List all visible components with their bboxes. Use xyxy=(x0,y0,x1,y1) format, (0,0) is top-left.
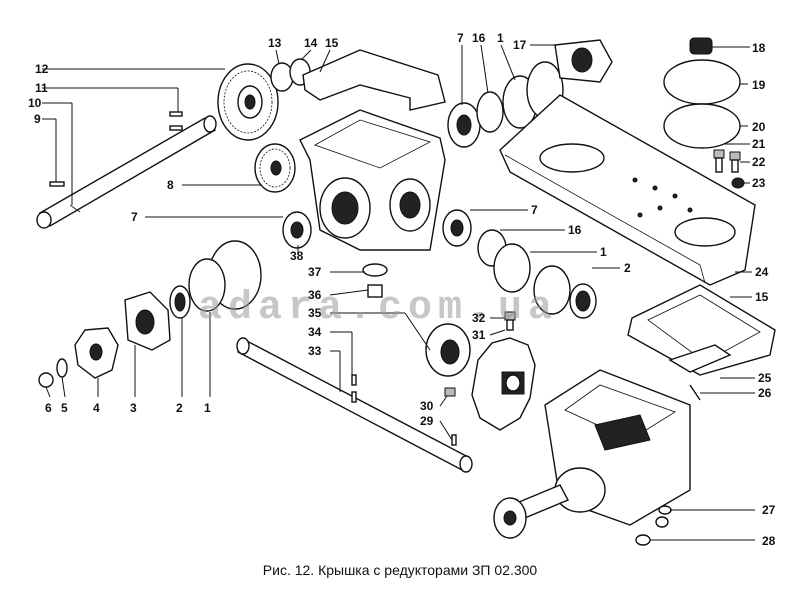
flange-3 xyxy=(124,291,171,351)
callout-14: 14 xyxy=(304,36,318,50)
callout-27: 27 xyxy=(762,503,776,517)
lower-shaft xyxy=(236,337,473,473)
leader-lines xyxy=(42,44,755,541)
callout-25: 25 xyxy=(758,371,772,385)
callout-16-mid: 16 xyxy=(568,223,582,237)
nut-23 xyxy=(731,177,745,189)
callout-28: 28 xyxy=(762,534,776,548)
key-11a xyxy=(169,111,183,117)
callout-1-mid: 1 xyxy=(600,245,607,259)
exploded-assembly-drawing: adara.com.ua 12 11 10 9 8 7 13 14 15 7 1… xyxy=(28,31,776,548)
washer-5 xyxy=(56,358,68,378)
callout-19: 19 xyxy=(752,78,766,92)
output-shaft-assembly xyxy=(493,467,606,539)
callout-15-right: 15 xyxy=(755,290,769,304)
bearing-7-top xyxy=(447,102,481,148)
callout-34: 34 xyxy=(308,325,322,339)
callout-16-top: 16 xyxy=(472,31,486,45)
ring-1b-mid xyxy=(533,265,571,315)
bearing-7-left xyxy=(282,211,312,249)
figure-caption: Рис. 12. Крышка с редукторами ЗП 02.300 xyxy=(262,562,538,578)
callout-23: 23 xyxy=(752,176,766,190)
callout-4: 4 xyxy=(93,401,100,415)
bolt-22 xyxy=(729,151,741,173)
gasket-15-right xyxy=(627,284,776,376)
cover-plate-24 xyxy=(499,94,756,286)
nuts-27-28 xyxy=(635,505,672,546)
bolt-26 xyxy=(689,384,701,401)
cover-25 xyxy=(668,344,732,373)
callout-38: 38 xyxy=(290,249,304,263)
callout-12: 12 xyxy=(35,62,49,76)
callout-11: 11 xyxy=(35,81,48,95)
callout-9: 9 xyxy=(34,112,41,126)
upper-shaft xyxy=(36,115,217,229)
callout-2-left: 2 xyxy=(176,401,183,415)
callout-24: 24 xyxy=(755,265,769,279)
gasket-15-top xyxy=(302,49,446,111)
key-11b xyxy=(169,125,183,131)
callout-18: 18 xyxy=(752,41,766,55)
flange-35 xyxy=(425,323,471,377)
callout-36: 36 xyxy=(308,288,322,302)
callout-22: 22 xyxy=(752,155,766,169)
callout-6: 6 xyxy=(45,401,52,415)
callout-5: 5 xyxy=(61,401,68,415)
bolt-36 xyxy=(367,284,383,298)
disc-19 xyxy=(663,59,741,105)
callout-3: 3 xyxy=(130,401,137,415)
upper-gearbox-housing xyxy=(299,109,446,251)
watermark-text: adara.com.ua xyxy=(198,286,558,331)
bevel-gear-12 xyxy=(217,63,279,141)
callout-10: 10 xyxy=(28,96,42,110)
sprocket-center xyxy=(471,337,536,431)
callout-17: 17 xyxy=(513,38,527,52)
nut-6 xyxy=(38,372,54,388)
callout-29: 29 xyxy=(420,414,434,428)
callout-15-top: 15 xyxy=(325,36,339,50)
callout-1-top: 1 xyxy=(497,31,504,45)
disc-20 xyxy=(663,103,741,149)
callout-31: 31 xyxy=(472,328,486,342)
callout-2-right: 2 xyxy=(624,261,631,275)
callout-26: 26 xyxy=(758,386,772,400)
callout-32: 32 xyxy=(472,311,486,325)
washer-13 xyxy=(270,62,294,92)
knob-18 xyxy=(689,37,713,55)
callout-8: 8 xyxy=(167,178,174,192)
ring-1b-left xyxy=(188,258,226,312)
gear-8 xyxy=(254,143,296,193)
callout-labels: 12 11 10 9 8 7 13 14 15 7 16 1 17 18 19 … xyxy=(28,31,776,548)
bearing-7-right xyxy=(442,209,472,247)
callout-7-right: 7 xyxy=(531,203,538,217)
bolt-21 xyxy=(713,149,725,173)
seal-2-left xyxy=(169,285,191,319)
cap-17 xyxy=(554,39,613,83)
callout-33: 33 xyxy=(308,344,322,358)
seal-2-right xyxy=(569,283,597,319)
ring-16-top xyxy=(476,91,504,133)
key-9 xyxy=(49,181,65,187)
callout-20: 20 xyxy=(752,120,766,134)
callout-13: 13 xyxy=(268,36,282,50)
washer-37 xyxy=(362,263,388,277)
callout-21: 21 xyxy=(752,137,766,151)
callout-37: 37 xyxy=(308,265,322,279)
callout-35: 35 xyxy=(308,306,322,320)
ring-1-mid xyxy=(493,243,531,293)
sprocket-4 xyxy=(74,327,119,379)
callout-7-left: 7 xyxy=(131,210,138,224)
callout-30: 30 xyxy=(420,399,434,413)
callout-7-top: 7 xyxy=(457,31,464,45)
callout-1-left: 1 xyxy=(204,401,211,415)
bolts-30-31 xyxy=(444,311,516,397)
